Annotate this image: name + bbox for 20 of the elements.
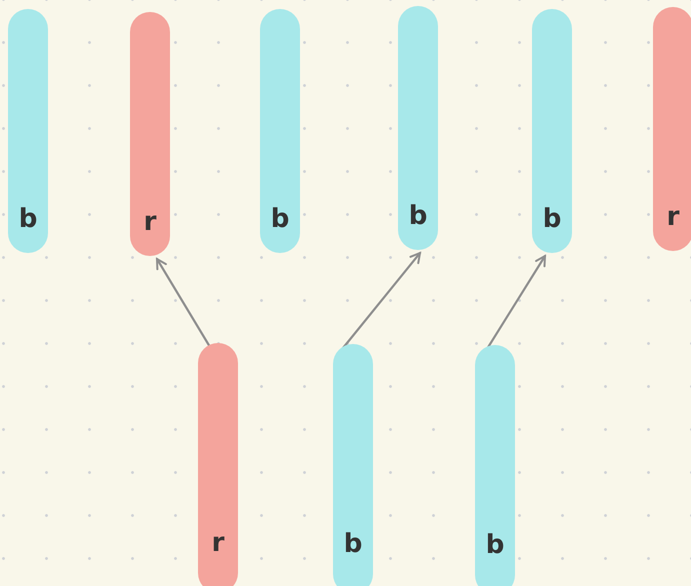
vertical-bar — [8, 9, 48, 253]
vertical-bar — [475, 345, 515, 586]
vertical-bar — [260, 9, 300, 253]
bar-letter: r — [142, 207, 158, 237]
bar-letter: r — [210, 528, 226, 558]
vertical-bar — [198, 343, 238, 586]
vertical-bar — [653, 7, 691, 251]
vertical-bar — [333, 344, 373, 586]
bar-letter: b — [484, 530, 506, 560]
bar-letter: r — [666, 202, 680, 232]
bar-letter: b — [408, 201, 428, 231]
vertical-bar — [130, 12, 170, 256]
vertical-bar — [532, 9, 572, 253]
arrow — [156, 258, 212, 348]
vertical-bar — [398, 6, 438, 250]
bar-letter: b — [542, 204, 562, 234]
bar-letter: b — [18, 204, 38, 234]
bar-letter: b — [270, 204, 290, 234]
bar-letter: b — [342, 529, 364, 559]
arrow — [342, 252, 422, 350]
